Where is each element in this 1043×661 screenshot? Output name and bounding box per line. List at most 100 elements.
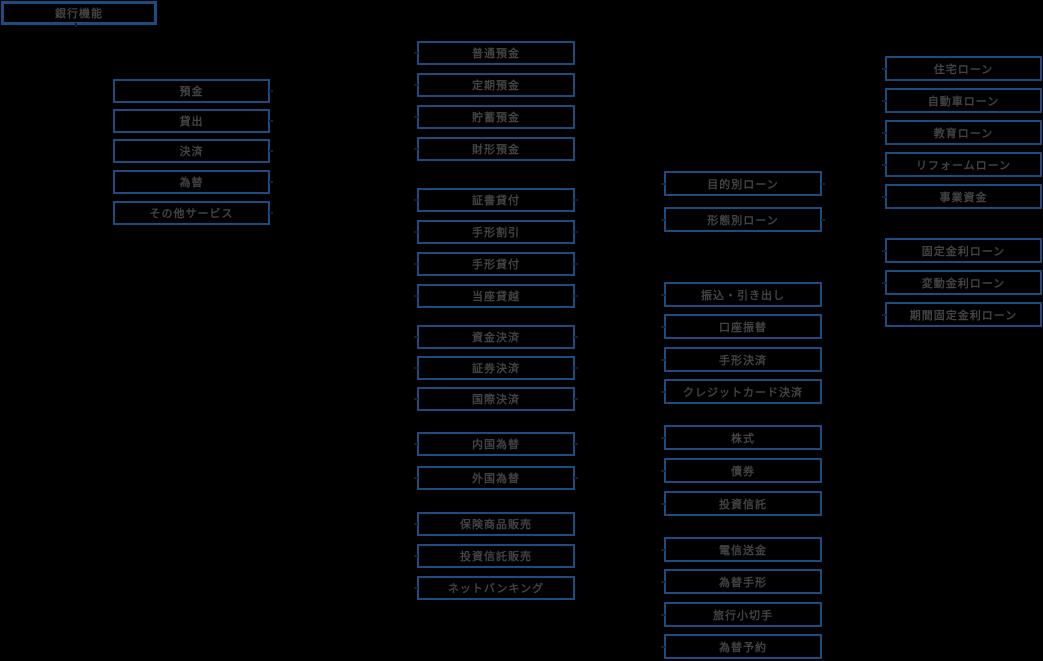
diagram-node-label: ネットバンキング — [447, 582, 545, 595]
diagram-node-settlement-types-2: 証券決済 — [414, 356, 578, 380]
diagram-node-international-settlement-methods-2: 為替手形 — [661, 569, 822, 594]
connector-stub — [414, 523, 418, 525]
diagram-node-label: 変動金利ローン — [921, 276, 1006, 290]
connector-stub — [414, 587, 418, 589]
diagram-node-bank-function-categories-2: 貸出 — [113, 109, 273, 133]
diagram-node-purpose-based-loans-3: 教育ローン — [882, 120, 1042, 145]
diagram-node-label: 保険商品販売 — [460, 518, 532, 531]
connector-stub — [414, 231, 418, 233]
connector-stub — [661, 325, 665, 328]
diagram-node-label: その他サービス — [149, 207, 234, 220]
connector-stub — [574, 398, 578, 400]
diagram-node-lending-methods-3: 手形貸付 — [414, 252, 578, 276]
connector-stub — [75, 23, 77, 27]
diagram-node-label: 普通預金 — [472, 47, 520, 60]
connector-stub — [661, 182, 665, 185]
connector-stub — [269, 150, 273, 152]
diagram-node-deposit-types-4: 財形預金 — [414, 137, 575, 161]
diagram-node-label: 事業資金 — [939, 190, 988, 204]
diagram-node-label: 当座貸越 — [472, 290, 520, 303]
diagram-node-label: 口座振替 — [719, 320, 767, 334]
diagram-node-rate-type-loans-1: 固定金利ローン — [882, 238, 1042, 263]
diagram-node-label: クレジットカード決済 — [683, 385, 803, 399]
diagram-node-bank-function-categories-3: 決済 — [113, 139, 273, 163]
diagram-node-label: 債券 — [731, 464, 755, 478]
connector-stub — [882, 99, 886, 102]
diagram-node-label: 国際決済 — [472, 393, 520, 406]
diagram-node-label: 為替予約 — [719, 640, 767, 654]
diagram-node-fund-settlement-methods-1: 振込・引き出し — [661, 282, 822, 307]
connector-stub — [269, 120, 273, 122]
diagram-node-label: 貯蓄預金 — [472, 111, 520, 124]
connector-stub — [882, 313, 886, 316]
connector-stub — [661, 580, 665, 583]
connector-stub — [414, 443, 418, 445]
diagram-node-lending-methods-2: 手形割引 — [414, 220, 578, 244]
connector-stub — [661, 645, 665, 648]
connector-stub — [661, 613, 665, 616]
connector-stub — [821, 218, 825, 221]
diagram-node-rate-type-loans-3: 期間固定金利ローン — [882, 302, 1042, 327]
diagram-node-label: 為替手形 — [719, 575, 767, 589]
diagram-node-securities-products-2: 債券 — [661, 458, 822, 483]
connector-stub — [414, 84, 418, 86]
connector-stub — [882, 131, 886, 134]
diagram-node-deposit-types-1: 普通預金 — [414, 41, 575, 65]
diagram-node-purpose-based-loans-1: 住宅ローン — [882, 56, 1042, 81]
connector-stub — [414, 336, 418, 338]
connector-stub — [661, 436, 665, 439]
diagram-node-bank-function-categories-1: 預金 — [113, 79, 273, 103]
diagram-node-label: 期間固定金利ローン — [909, 308, 1018, 322]
diagram-node-label: 手形決済 — [719, 353, 767, 367]
diagram-node-label: 預金 — [179, 85, 204, 98]
connector-stub — [414, 116, 418, 118]
diagram-node-lending-methods-4: 当座貸越 — [414, 284, 578, 308]
connector-stub — [661, 390, 665, 393]
diagram-node-other-services-2: 投資信託販売 — [414, 544, 575, 568]
diagram-node-other-services-1: 保険商品販売 — [414, 512, 575, 536]
diagram-node-international-settlement-methods-3: 旅行小切手 — [661, 602, 822, 627]
diagram-node-label: 財形預金 — [472, 143, 520, 156]
connector-stub — [574, 336, 578, 338]
connector-stub — [661, 358, 665, 361]
diagram-node-label: 目的別ローン — [707, 177, 779, 191]
connector-stub — [574, 295, 578, 297]
connector-stub — [414, 398, 418, 400]
connector-stub — [414, 263, 418, 265]
connector-stub — [414, 148, 418, 150]
connector-stub — [661, 502, 665, 505]
connector-stub — [414, 295, 418, 297]
diagram-node-label: 旅行小切手 — [713, 608, 773, 622]
diagram-node-fund-settlement-methods-3: 手形決済 — [661, 347, 822, 372]
diagram-node-label: 投資信託販売 — [460, 550, 532, 563]
diagram-node-securities-products-1: 株式 — [661, 425, 822, 450]
diagram-node-bank-function-categories-5: その他サービス — [113, 201, 273, 225]
connector-stub — [574, 477, 578, 479]
diagram-node-deposit-types-2: 定期預金 — [414, 73, 575, 97]
diagram-node-international-settlement-methods-4: 為替予約 — [661, 634, 822, 659]
connector-stub — [269, 90, 273, 92]
diagram-node-settlement-types-3: 国際決済 — [414, 387, 578, 411]
connector-stub — [414, 477, 418, 479]
connector-stub — [821, 182, 825, 185]
diagram-node-bank-function-categories-4: 為替 — [113, 170, 273, 194]
diagram-node-label: 教育ローン — [933, 126, 994, 140]
diagram-root-node: 銀行機能 — [1, 1, 157, 27]
connector-stub — [574, 199, 578, 201]
connector-stub — [882, 249, 886, 252]
diagram-node-purpose-based-loans-4: リフォームローン — [882, 152, 1042, 177]
connector-stub — [269, 212, 273, 214]
diagram-node-label: 決済 — [179, 145, 204, 158]
connector-stub — [661, 293, 665, 296]
diagram-node-label: リフォームローン — [915, 158, 1012, 172]
diagram-node-securities-products-3: 投資信託 — [661, 491, 822, 516]
connector-stub — [414, 52, 418, 54]
diagram-root-label: 銀行機能 — [55, 7, 103, 20]
diagram-node-label: 固定金利ローン — [921, 244, 1006, 258]
connector-stub — [414, 555, 418, 557]
diagram-node-fund-settlement-methods-4: クレジットカード決済 — [661, 379, 822, 404]
diagram-node-purpose-based-loans-5: 事業資金 — [882, 184, 1042, 209]
connector-stub — [414, 199, 418, 201]
connector-stub — [574, 443, 578, 445]
